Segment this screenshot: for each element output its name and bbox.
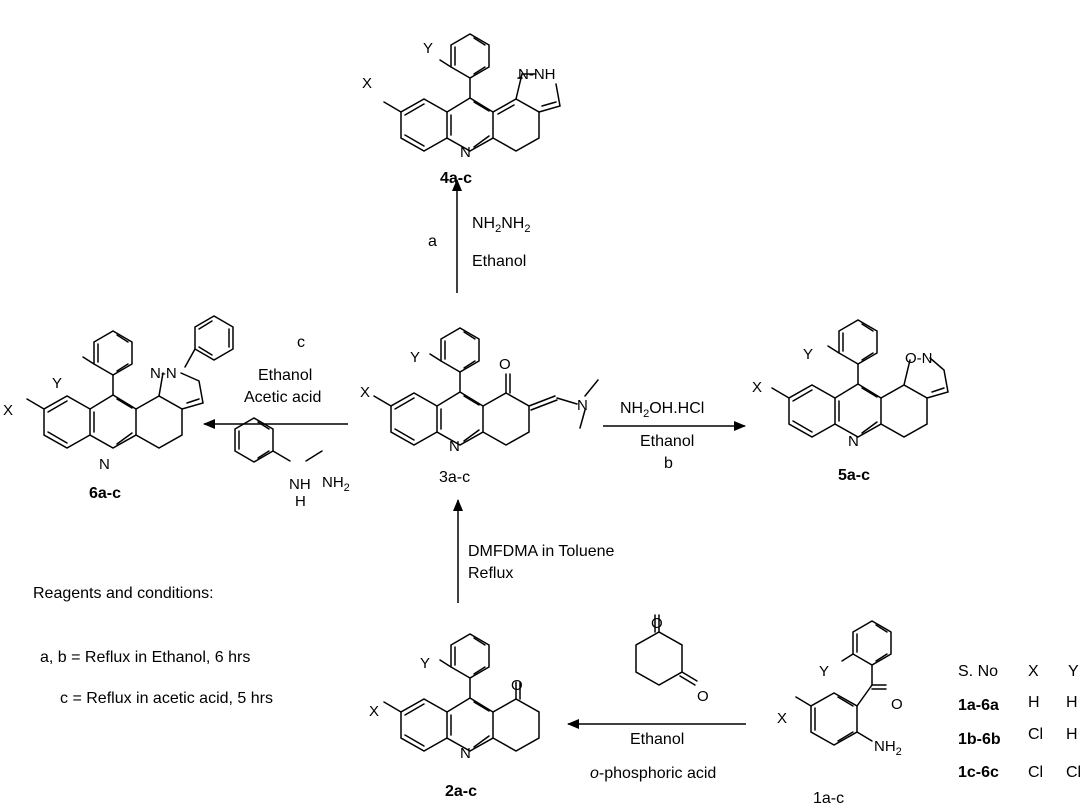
- arrow-c-acid: Acetic acid: [244, 389, 321, 406]
- table-row-2-sno: 1b-6b: [958, 731, 1001, 748]
- table-row-1-sno: 1a-6a: [958, 697, 999, 714]
- table-header-sno: S. No: [958, 663, 998, 680]
- arrow-a-reagent: NH2NH2: [472, 215, 530, 235]
- table-row-3-x: Cl: [1028, 764, 1043, 781]
- conditions-ab: a, b = Reflux in Ethanol, 6 hrs: [40, 649, 250, 666]
- atom-x-3: X: [360, 384, 370, 401]
- atom-n-5: N: [848, 433, 859, 450]
- table-row-1-x: H: [1028, 694, 1040, 711]
- compound-2-structure: [383, 633, 540, 752]
- phenylhydrazine-structure: [234, 417, 323, 463]
- atom-nn-6: N-N: [150, 365, 177, 382]
- conditions-c: c = Reflux in acetic acid, 5 hrs: [60, 690, 273, 707]
- label-compound-1: 1a-c: [813, 790, 844, 806]
- arrow-a-solvent: Ethanol: [472, 253, 526, 270]
- conditions-heading: Reagents and conditions:: [33, 585, 214, 602]
- table-row-3-sno: 1c-6c: [958, 764, 999, 781]
- atom-x-4: X: [362, 75, 372, 92]
- atom-x-6: X: [3, 402, 13, 419]
- atom-o-1: O: [891, 696, 903, 713]
- arrow-dmfdma-line1: DMFDMA in Toluene: [468, 543, 615, 560]
- arrow-e-acid: o-phosphoric acid: [590, 765, 716, 782]
- arrow-dmfdma-line2: Reflux: [468, 565, 513, 582]
- table-header-x: X: [1028, 663, 1039, 680]
- atom-n-2: N: [460, 745, 471, 762]
- compound-5-structure: [771, 319, 949, 438]
- arrow-a-letter: a: [428, 233, 437, 250]
- atom-nh2-phenylhydrazine: NH2: [322, 474, 350, 494]
- table-row-3-y: Cl: [1066, 764, 1081, 781]
- label-compound-4: 4a-c: [440, 170, 472, 187]
- atom-y-6: Y: [52, 375, 62, 392]
- atom-x-5: X: [752, 379, 762, 396]
- atom-nnh-4: N-NH: [518, 66, 556, 83]
- atom-o-dione-top: O: [651, 615, 663, 632]
- label-compound-6: 6a-c: [89, 485, 121, 502]
- table-row-2-y: H: [1066, 726, 1078, 743]
- table-header-y: Y: [1068, 663, 1079, 680]
- atom-o-dione-right: O: [697, 688, 709, 705]
- compound-1-structure: [795, 620, 892, 746]
- atom-o-3: O: [499, 356, 511, 373]
- table-row-1-y: H: [1066, 694, 1078, 711]
- atom-n-3: N: [449, 438, 460, 455]
- label-compound-2: 2a-c: [445, 783, 477, 800]
- compound-4-structure: [383, 33, 561, 152]
- arrow-c-solvent: Ethanol: [258, 367, 312, 384]
- atom-n-4: N: [460, 144, 471, 161]
- atom-nh2-1: NH2: [874, 738, 902, 758]
- atom-o-2: O: [511, 677, 523, 694]
- atom-y-5: Y: [803, 346, 813, 363]
- compound-3-structure: [373, 327, 599, 446]
- compound-6-structure: [26, 315, 234, 449]
- atom-nme2-3: N: [577, 397, 588, 414]
- atom-y-2: Y: [420, 655, 430, 672]
- arrow-b-solvent: Ethanol: [640, 433, 694, 450]
- cyclohexanedione-structure: [635, 614, 698, 686]
- table-row-2-x: Cl: [1028, 726, 1043, 743]
- atom-x-1: X: [777, 710, 787, 727]
- label-compound-5: 5a-c: [838, 467, 870, 484]
- arrow-b-reagent: NH2OH.HCl: [620, 400, 704, 420]
- substituent-table: S. No X Y 1a-6a H H 1b-6b Cl H 1c-6c Cl …: [958, 663, 1081, 781]
- arrow-e-solvent: Ethanol: [630, 731, 684, 748]
- atom-y-3: Y: [410, 349, 420, 366]
- atom-y-4: Y: [423, 40, 433, 57]
- atom-on-5: O-N: [905, 350, 933, 367]
- label-compound-3: 3a-c: [439, 469, 470, 486]
- atom-x-2: X: [369, 703, 379, 720]
- atom-n-6: N: [99, 456, 110, 473]
- atom-y-1: Y: [819, 663, 829, 680]
- arrow-c-letter: c: [297, 334, 305, 351]
- arrow-b-letter: b: [664, 455, 673, 472]
